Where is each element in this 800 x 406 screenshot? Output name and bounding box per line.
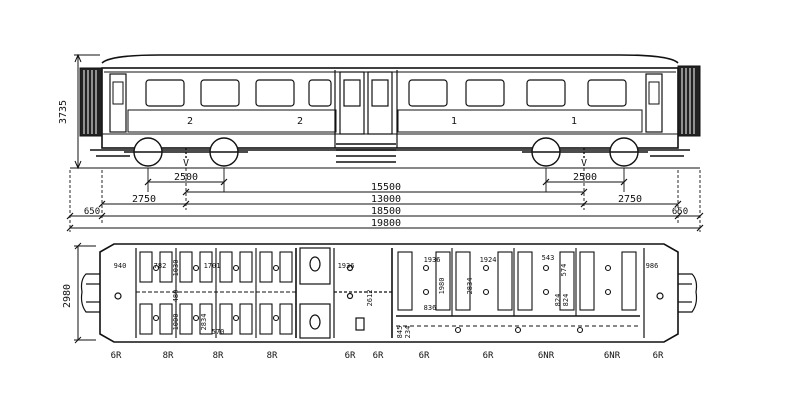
gangway-bellows-right <box>677 65 701 137</box>
interior-dim: 1000 <box>172 314 180 331</box>
underframe <box>90 143 690 163</box>
interior-dim: 2834 <box>200 314 208 331</box>
dim-13000: 13000 <box>371 194 401 205</box>
bogie-label: V <box>581 158 587 169</box>
end-buffers-left <box>80 273 100 313</box>
interior-dim: 2612 <box>366 290 374 307</box>
vestibule-right <box>643 248 664 338</box>
bay-label: 6NR <box>604 351 621 361</box>
dim-bogie-centers: 15500 <box>371 182 401 193</box>
interior-dim: 986 <box>646 262 659 270</box>
interior-dim: 234 <box>404 326 412 339</box>
second-class-saloon <box>136 248 297 338</box>
compartment-number: 2 <box>297 116 303 127</box>
interior-dim: 543 <box>542 254 555 262</box>
interior-dim: 1980 <box>438 278 446 295</box>
bogie-right <box>522 137 648 167</box>
bogie-label: V <box>183 158 189 169</box>
interior-dim: 574 <box>560 264 568 277</box>
length-dimension-labels: 2500 2500 15500 2750 13000 2750 650 1850… <box>84 172 688 229</box>
compartment-number: 1 <box>571 116 577 127</box>
bay-label: 8R <box>213 351 224 361</box>
width-dimension <box>74 242 96 344</box>
bay-label: 6R <box>653 351 664 361</box>
dim-bogie-wheelbase: 2500 <box>174 172 198 183</box>
interior-dim: 824 <box>562 294 570 307</box>
dim-650-right: 650 <box>672 207 688 217</box>
side-windows <box>145 79 627 107</box>
bay-label: 6R <box>111 351 122 361</box>
toilets-and-entrance <box>299 247 393 339</box>
dim-2750-left: 2750 <box>132 194 156 205</box>
height-dimension <box>74 53 100 170</box>
plan-outline <box>99 243 679 343</box>
interior-dim: 2834 <box>466 278 474 295</box>
end-door-right <box>645 73 663 133</box>
side-elevation: 2 2 1 1 V V <box>58 53 701 170</box>
end-buffers-right <box>678 273 698 313</box>
width-label: 2980 <box>62 284 73 308</box>
interior-dim: 480 <box>172 290 180 303</box>
first-class-compartments <box>396 248 640 334</box>
dim-2750-right: 2750 <box>618 194 642 205</box>
dim-18500: 18500 <box>371 206 401 217</box>
interior-dim: 845 <box>396 326 404 339</box>
dim-650-left: 650 <box>84 207 100 217</box>
interior-dim: 1701 <box>204 262 221 270</box>
height-label: 3735 <box>58 100 69 124</box>
length-dimensions <box>66 168 704 232</box>
bay-label: 6R <box>483 351 494 361</box>
bay-label: 8R <box>163 351 174 361</box>
gangway-bellows-left <box>79 67 103 137</box>
bay-labels: 6R 8R 8R 8R 6R 6R 6R 6R 6NR 6NR 6R <box>111 351 664 361</box>
interior-dim: 782 <box>154 262 167 270</box>
bogie-left <box>124 137 248 167</box>
interior-dim: 570 <box>212 328 225 336</box>
interior-dim: 1030 <box>172 260 180 277</box>
interior-dimension-labels: 940 782 1030 1701 480 1000 2834 570 1936… <box>114 254 659 338</box>
interior-dim: 824 <box>554 294 562 307</box>
bay-label: 8R <box>267 351 278 361</box>
interior-dim: 1924 <box>480 256 497 264</box>
side-entrance-doors <box>334 70 398 148</box>
dim-bogie-wheelbase: 2500 <box>573 172 597 183</box>
bay-label: 6R <box>373 351 384 361</box>
roof-outline <box>101 54 679 64</box>
dim-overall-length: 19800 <box>371 218 401 229</box>
bay-label: 6R <box>345 351 356 361</box>
compartment-number: 2 <box>187 116 193 127</box>
interior-dim: 836 <box>424 304 437 312</box>
bay-label: 6NR <box>538 351 555 361</box>
interior-dim: 1936 <box>338 262 355 270</box>
interior-dim: 940 <box>114 262 127 270</box>
bay-label: 6R <box>419 351 430 361</box>
end-door-left <box>109 73 127 133</box>
vestibule-left <box>114 248 137 338</box>
interior-dim: 1936 <box>424 256 441 264</box>
compartment-number: 1 <box>451 116 457 127</box>
plan-view: 2980 <box>62 242 698 361</box>
